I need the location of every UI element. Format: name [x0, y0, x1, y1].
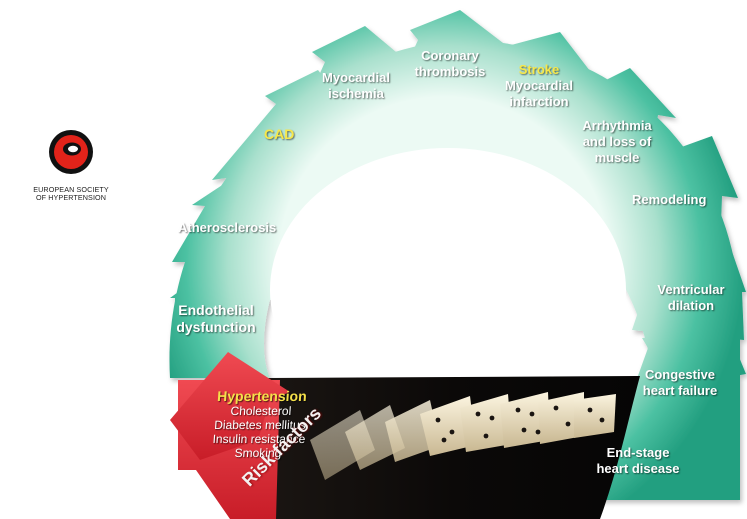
label-chf-line2: heart failure [642, 383, 718, 398]
label-thrombosis-line2: thrombosis [414, 64, 486, 79]
esh-logo-text: EUROPEAN SOCIETY OF HYPERTENSION [12, 186, 130, 202]
label-arrhythmia-line2: and loss of [582, 134, 652, 149]
label-remodeling: Remodeling [632, 192, 706, 207]
label-chf-line1: Congestive [644, 367, 716, 382]
logo-line-1: EUROPEAN SOCIETY [33, 185, 109, 194]
label-endothelial-line2: dysfunction [176, 319, 256, 335]
label-endothelial-line1: Endothelial [178, 302, 254, 318]
label-dilation-line1: Ventricular [657, 282, 725, 297]
label-congestive-heart-failure: Congestive heart failure [628, 367, 732, 399]
ring-body [169, 40, 741, 500]
label-atherosclerosis: Atherosclerosis [178, 220, 276, 235]
label-end-stage-heart-disease: End-stage heart disease [586, 445, 690, 477]
label-thrombosis-line1: Coronary [421, 48, 479, 63]
falling-dominoes [310, 392, 616, 480]
ring-hole [270, 148, 626, 432]
label-atherosclerosis-text: Atherosclerosis [178, 220, 277, 235]
label-endstage-line2: heart disease [596, 461, 680, 476]
esh-logo-mark [49, 130, 93, 174]
risk-factor-arrowhead [170, 352, 290, 460]
label-dilation-line2: dilation [667, 298, 715, 313]
continuum-ring [169, 10, 746, 500]
label-arrhythmia: Arrhythmia and loss of muscle [574, 118, 660, 166]
label-remodeling-text: Remodeling [632, 192, 707, 207]
label-infarction-line1: Myocardial [505, 78, 573, 93]
label-cad: CAD [264, 126, 294, 142]
label-ischemia-line2: ischemia [328, 86, 384, 101]
label-stroke: Stroke [518, 62, 560, 77]
label-endstage-line1: End-stage [606, 445, 670, 460]
label-arrhythmia-line3: muscle [594, 150, 640, 165]
label-infarction-line2: infarction [509, 94, 569, 109]
label-ischemia-line1: Myocardial [322, 70, 390, 85]
domino-photo [268, 376, 640, 519]
label-coronary-thrombosis: Coronary thrombosis [404, 48, 496, 80]
label-myocardial-ischemia: Myocardial ischemia [316, 70, 396, 102]
label-ventricular-dilation: Ventricular dilation [646, 282, 736, 314]
label-arrhythmia-line1: Arrhythmia [582, 118, 652, 133]
logo-line-2: OF HYPERTENSION [35, 193, 107, 202]
label-cad-text: CAD [264, 126, 295, 142]
esh-logo: EUROPEAN SOCIETY OF HYPERTENSION [12, 122, 130, 214]
label-myocardial-infarction: Stroke Myocardial infarction [496, 62, 582, 110]
risk-hypertension: Hypertension [216, 388, 308, 404]
label-endothelial-dysfunction: Endothelial dysfunction [168, 302, 264, 336]
